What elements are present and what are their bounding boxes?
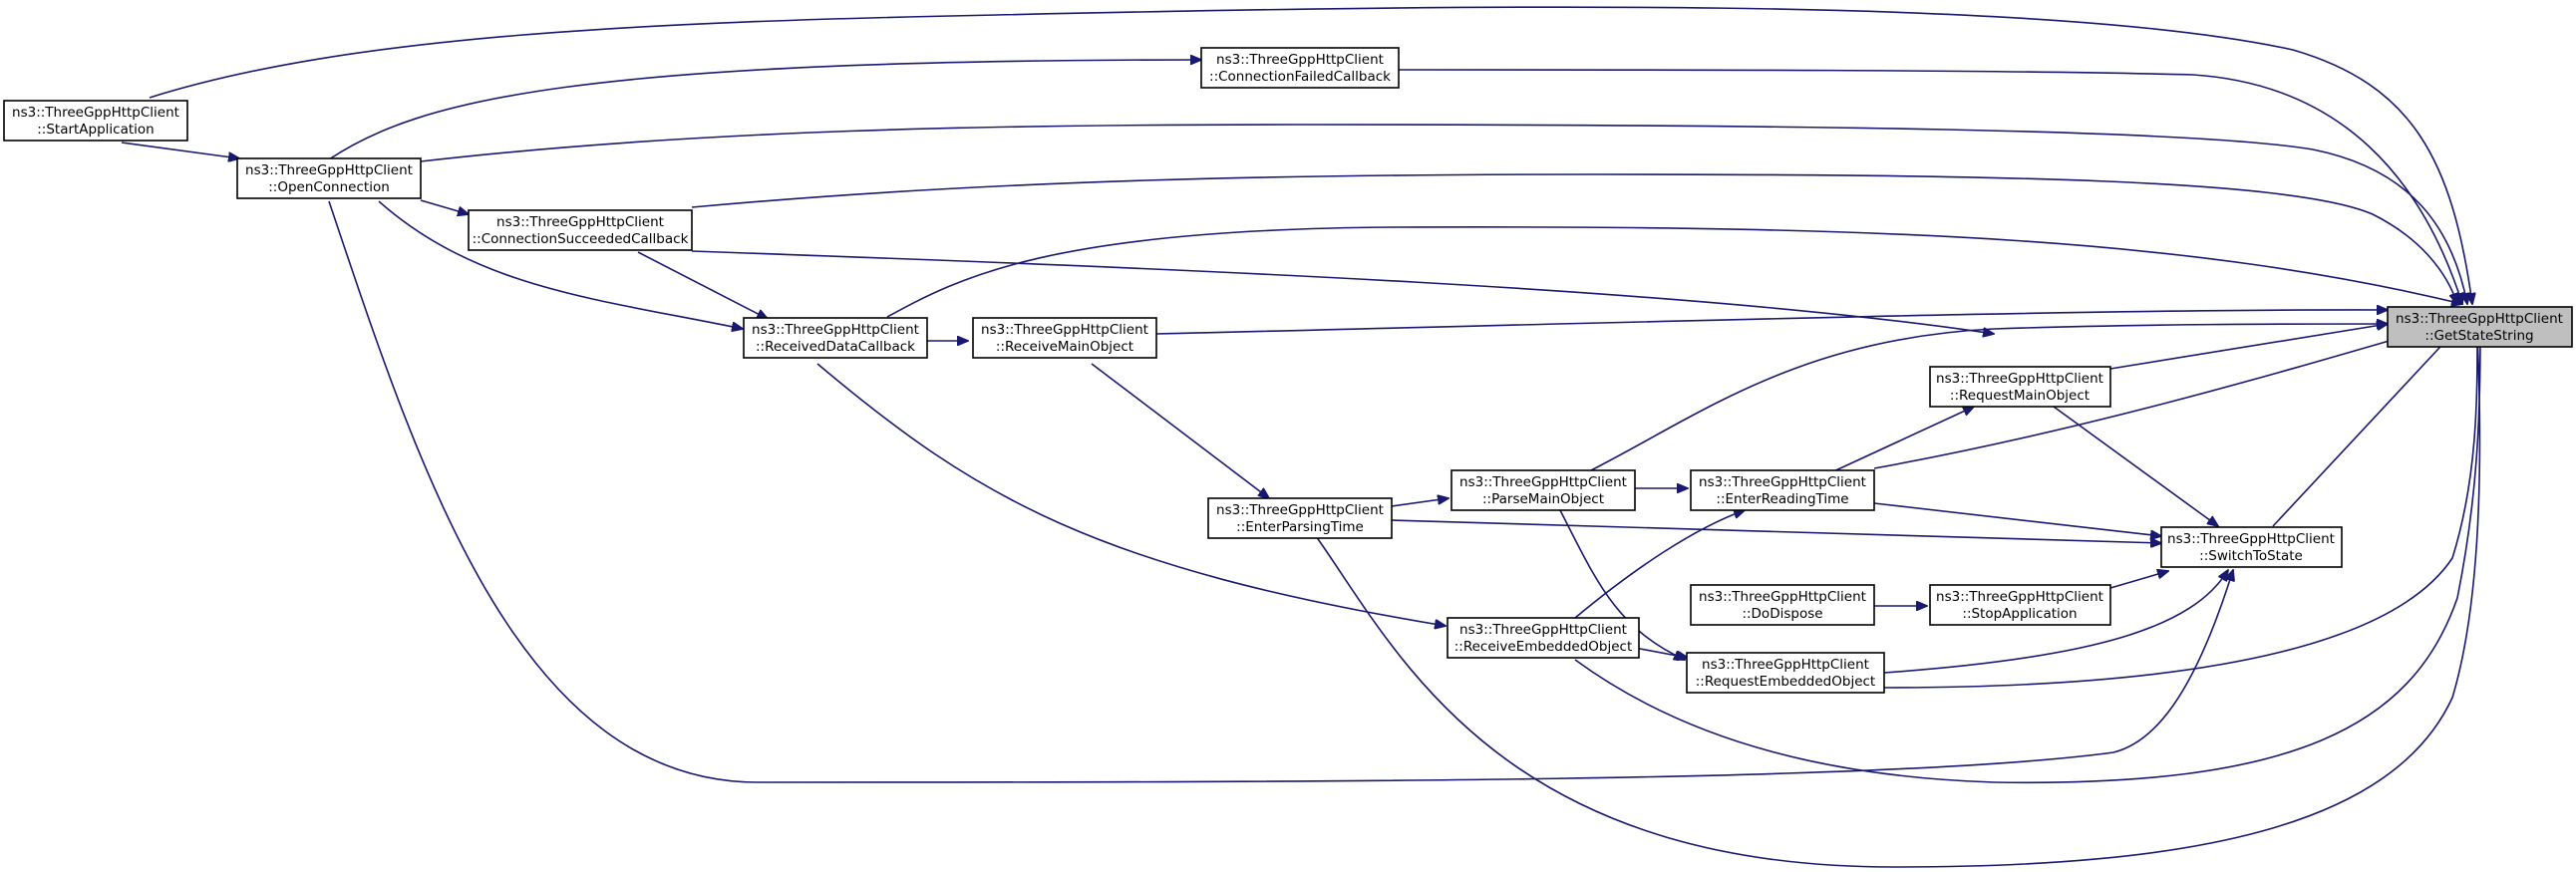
node-enterreadingtime-line2: ::EnterReadingTime — [1716, 491, 1848, 507]
node-receiveembeddedobject[interactable]: ns3::ThreeGppHttpClient ::ReceiveEmbedde… — [1447, 617, 1640, 659]
node-startapplication-line1: ns3::ThreeGppHttpClient — [12, 105, 179, 121]
edge-enterparsingtime-to-getstatestring — [1315, 334, 2479, 868]
edge-openconnection-to-receiveddatacallback — [378, 200, 743, 329]
node-enterparsingtime[interactable]: ns3::ThreeGppHttpClient ::EnterParsingTi… — [1207, 497, 1393, 539]
edge-receiveembeddedobject-to-requestembeddedobject — [1634, 647, 1688, 658]
node-connectionfailedcallback-line1: ns3::ThreeGppHttpClient — [1216, 52, 1384, 68]
edge-openconnection-to-getstatestring — [420, 124, 2467, 304]
edge-startapplication-to-openconnection — [121, 142, 239, 158]
edge-requestembeddedobject-to-getstatestring — [1883, 334, 2477, 689]
edge-switchtostate-to-getstatestring — [2272, 334, 2452, 527]
node-receiveddatacallback[interactable]: ns3::ThreeGppHttpClient ::ReceivedDataCa… — [743, 317, 928, 359]
edges — [121, 6, 2480, 868]
node-getstatestring-line1: ns3::ThreeGppHttpClient — [2396, 311, 2563, 327]
node-requestembeddedobject-line2: ::RequestEmbeddedObject — [1696, 674, 1875, 690]
node-enterreadingtime-line1: ns3::ThreeGppHttpClient — [1699, 474, 1866, 490]
edge-stopapplication-to-switchtostate — [2109, 571, 2168, 589]
node-enterparsingtime-line2: ::EnterParsingTime — [1236, 519, 1364, 535]
node-connectionsucceededcallback-line1: ns3::ThreeGppHttpClient — [496, 214, 664, 230]
node-receivemainobject-line1: ns3::ThreeGppHttpClient — [981, 322, 1148, 338]
node-switchtostate-line2: ::SwitchToState — [2199, 548, 2303, 564]
node-requestmainobject-line2: ::RequestMainObject — [1950, 388, 2090, 404]
node-startapplication[interactable]: ns3::ThreeGppHttpClient ::StartApplicati… — [3, 100, 188, 142]
node-startapplication-line2: ::StartApplication — [37, 122, 155, 138]
node-dodispose-line2: ::DoDispose — [1742, 606, 1822, 622]
edge-receiveembeddedobject-to-getstatestring — [1574, 334, 2480, 784]
edge-openconnection-to-connectionsucceededcallback — [420, 199, 469, 214]
node-connectionfailedcallback[interactable]: ns3::ThreeGppHttpClient ::ConnectionFail… — [1200, 47, 1400, 89]
node-receiveembeddedobject-line2: ::ReceiveEmbeddedObject — [1454, 639, 1633, 655]
edge-startapplication-to-getstatestring — [149, 6, 2472, 304]
node-openconnection[interactable]: ns3::ThreeGppHttpClient ::OpenConnection — [236, 157, 422, 199]
node-dodispose-line1: ns3::ThreeGppHttpClient — [1699, 589, 1866, 605]
edge-enterparsingtime-to-parsemainobject — [1391, 498, 1449, 507]
node-openconnection-line1: ns3::ThreeGppHttpClient — [245, 162, 413, 178]
node-parsemainobject[interactable]: ns3::ThreeGppHttpClient ::ParseMainObjec… — [1450, 469, 1636, 511]
edge-receiveddatacallback-to-receiveembeddedobject — [816, 363, 1446, 626]
edge-connectionsucceededcallback-to-requestmainobject — [691, 250, 1994, 334]
node-connectionsucceededcallback-line2: ::ConnectionSucceededCallback — [473, 231, 689, 247]
edge-enterparsingtime-to-switchtostate — [1391, 519, 2161, 543]
edge-receivemainobject-to-getstatestring — [1155, 310, 2388, 335]
node-receiveembeddedobject-line1: ns3::ThreeGppHttpClient — [1459, 622, 1627, 638]
node-receiveddatacallback-line2: ::ReceivedDataCallback — [756, 339, 915, 355]
node-parsemainobject-line2: ::ParseMainObject — [1482, 491, 1604, 507]
node-enterparsingtime-line1: ns3::ThreeGppHttpClient — [1216, 502, 1384, 518]
node-stopapplication-line2: ::StopApplication — [1962, 606, 2077, 622]
edge-enterreadingtime-to-getstatestring — [1873, 324, 2447, 469]
edge-receiveembeddedobject-to-enterreadingtime — [1574, 510, 1745, 619]
edge-openconnection-to-connectionfailedcallback — [328, 60, 1201, 160]
edge-parsemainobject-to-requestembeddedobject — [1559, 509, 1685, 660]
node-enterreadingtime[interactable]: ns3::ThreeGppHttpClient ::EnterReadingTi… — [1690, 469, 1875, 511]
node-receiveddatacallback-line1: ns3::ThreeGppHttpClient — [752, 322, 919, 338]
edge-connectionsucceededcallback-to-getstatestring — [691, 173, 2457, 304]
edge-parsemainobject-to-getstatestring — [1584, 324, 2388, 474]
node-requestmainobject-line1: ns3::ThreeGppHttpClient — [1936, 371, 2103, 387]
node-switchtostate[interactable]: ns3::ThreeGppHttpClient ::SwitchToState — [2160, 526, 2343, 568]
edge-requestembeddedobject-to-switchtostate — [1883, 570, 2228, 674]
edge-enterreadingtime-to-requestmainobject — [1828, 407, 1974, 474]
node-parsemainobject-line1: ns3::ThreeGppHttpClient — [1459, 474, 1627, 490]
edge-requestmainobject-to-switchtostate — [2053, 406, 2218, 526]
node-stopapplication-line1: ns3::ThreeGppHttpClient — [1936, 589, 2103, 605]
node-receivemainobject-line2: ::ReceiveMainObject — [996, 339, 1133, 355]
node-requestembeddedobject[interactable]: ns3::ThreeGppHttpClient ::RequestEmbedde… — [1686, 652, 1885, 694]
node-connectionfailedcallback-line2: ::ConnectionFailedCallback — [1209, 69, 1391, 85]
edge-connectionsucceededcallback-to-receiveddatacallback — [637, 251, 768, 319]
node-switchtostate-line1: ns3::ThreeGppHttpClient — [2167, 531, 2335, 547]
node-openconnection-line2: ::OpenConnection — [268, 179, 390, 195]
edge-receiveddatacallback-to-getstatestring — [886, 226, 2462, 318]
edge-receivemainobject-to-enterparsingtime — [1091, 363, 1269, 498]
edge-openconnection-to-switchtostate — [328, 200, 2233, 783]
edge-requestmainobject-to-getstatestring — [2109, 324, 2388, 370]
node-getstatestring[interactable]: ns3::ThreeGppHttpClient ::GetStateString — [2387, 306, 2573, 348]
node-requestmainobject[interactable]: ns3::ThreeGppHttpClient ::RequestMainObj… — [1929, 366, 2111, 408]
edge-connectionfailedcallback-to-getstatestring — [1398, 69, 2462, 304]
nodes: ns3::ThreeGppHttpClient ::GetStateString… — [3, 47, 2573, 694]
edge-enterreadingtime-to-switchtostate — [1873, 502, 2161, 536]
node-stopapplication[interactable]: ns3::ThreeGppHttpClient ::StopApplicatio… — [1929, 584, 2111, 626]
node-connectionsucceededcallback[interactable]: ns3::ThreeGppHttpClient ::ConnectionSucc… — [468, 209, 693, 251]
node-receivemainobject[interactable]: ns3::ThreeGppHttpClient ::ReceiveMainObj… — [972, 317, 1157, 359]
node-dodispose[interactable]: ns3::ThreeGppHttpClient ::DoDispose — [1690, 584, 1875, 626]
node-requestembeddedobject-line1: ns3::ThreeGppHttpClient — [1702, 657, 1869, 673]
node-getstatestring-line2: ::GetStateString — [2424, 328, 2533, 344]
